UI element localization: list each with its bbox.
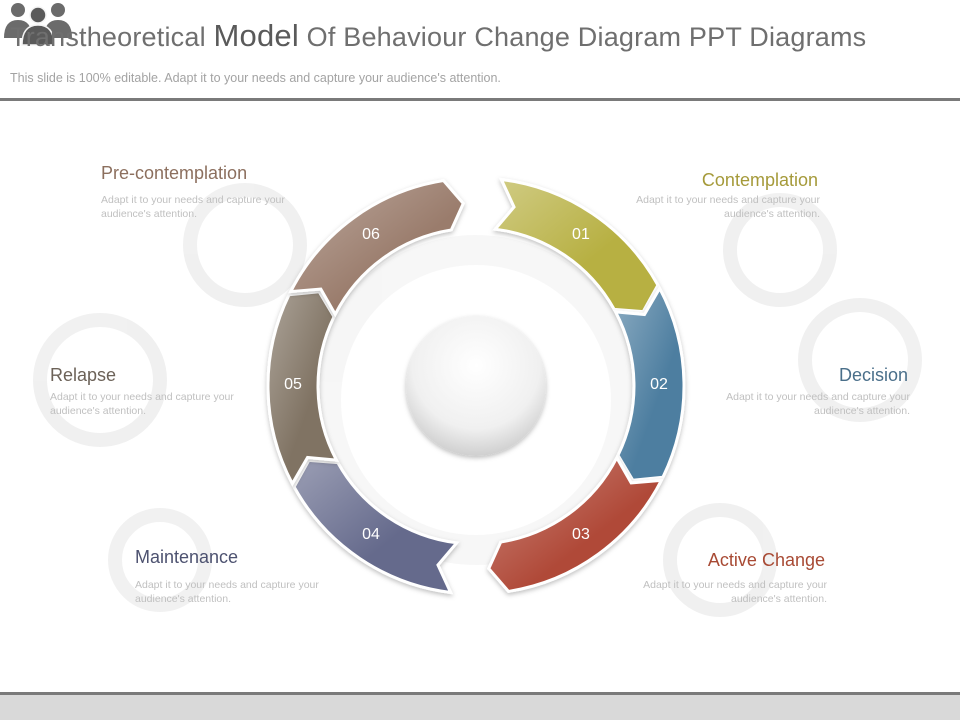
- stage-description: Adapt it to your needs and capture your …: [636, 194, 820, 220]
- stage-number: 02: [650, 376, 668, 393]
- cycle-segment-sheen: [290, 180, 464, 315]
- stage-number: 05: [284, 376, 302, 393]
- gear-icon: [183, 183, 307, 307]
- gear-icon: [33, 313, 167, 447]
- bottom-divider: [0, 692, 960, 695]
- gear-icon: [798, 298, 922, 422]
- gear-icon: [108, 508, 212, 612]
- stage-description: Adapt it to your needs and capture your …: [101, 194, 285, 220]
- center-medallion: [406, 316, 546, 456]
- cycle-segment-sheen: [615, 288, 684, 481]
- cycle-segment-sheen: [488, 457, 662, 592]
- gear-icon: [311, 235, 641, 565]
- stage-description: Adapt it to your needs and capture your …: [50, 391, 234, 417]
- stage-number: 01: [572, 226, 590, 244]
- cycle-segments: [266, 177, 686, 595]
- title-text: Transtheoretical: [10, 22, 214, 52]
- cycle-segment-sheen: [294, 460, 457, 593]
- people-group-icon: [4, 3, 72, 46]
- stage-description: Adapt it to your needs and capture your …: [726, 391, 910, 417]
- stage-description: Adapt it to your needs and capture your …: [135, 579, 319, 605]
- background-gears: [33, 183, 922, 617]
- stage-number: 04: [362, 525, 380, 543]
- stage-label: Pre-contemplation: [101, 163, 248, 183]
- slide-subtitle: This slide is 100% editable. Adapt it to…: [10, 71, 501, 85]
- stage-label: Contemplation: [701, 170, 818, 190]
- gear-icon: [663, 503, 777, 617]
- title-text: Of Behaviour Change Diagram PPT Diagrams: [298, 22, 867, 52]
- gear-icon: [723, 193, 837, 307]
- stage-description: Adapt it to your needs and capture your …: [643, 579, 827, 605]
- stage-label: Decision: [838, 365, 908, 385]
- stage-label: Maintenance: [135, 547, 239, 567]
- slide-title: Transtheoretical Model Of Behaviour Chan…: [10, 18, 866, 54]
- stage-label: Active Change: [707, 550, 825, 570]
- top-divider: [0, 98, 960, 101]
- footer-band: [0, 695, 960, 720]
- title-text-emphasis: Model: [213, 18, 299, 53]
- stage-number: 03: [572, 525, 590, 543]
- cycle-segment-sheen: [495, 179, 658, 312]
- stage-label: Relapse: [50, 365, 117, 385]
- cycle-segment-sheen: [268, 291, 337, 484]
- stage-number: 06: [362, 226, 380, 244]
